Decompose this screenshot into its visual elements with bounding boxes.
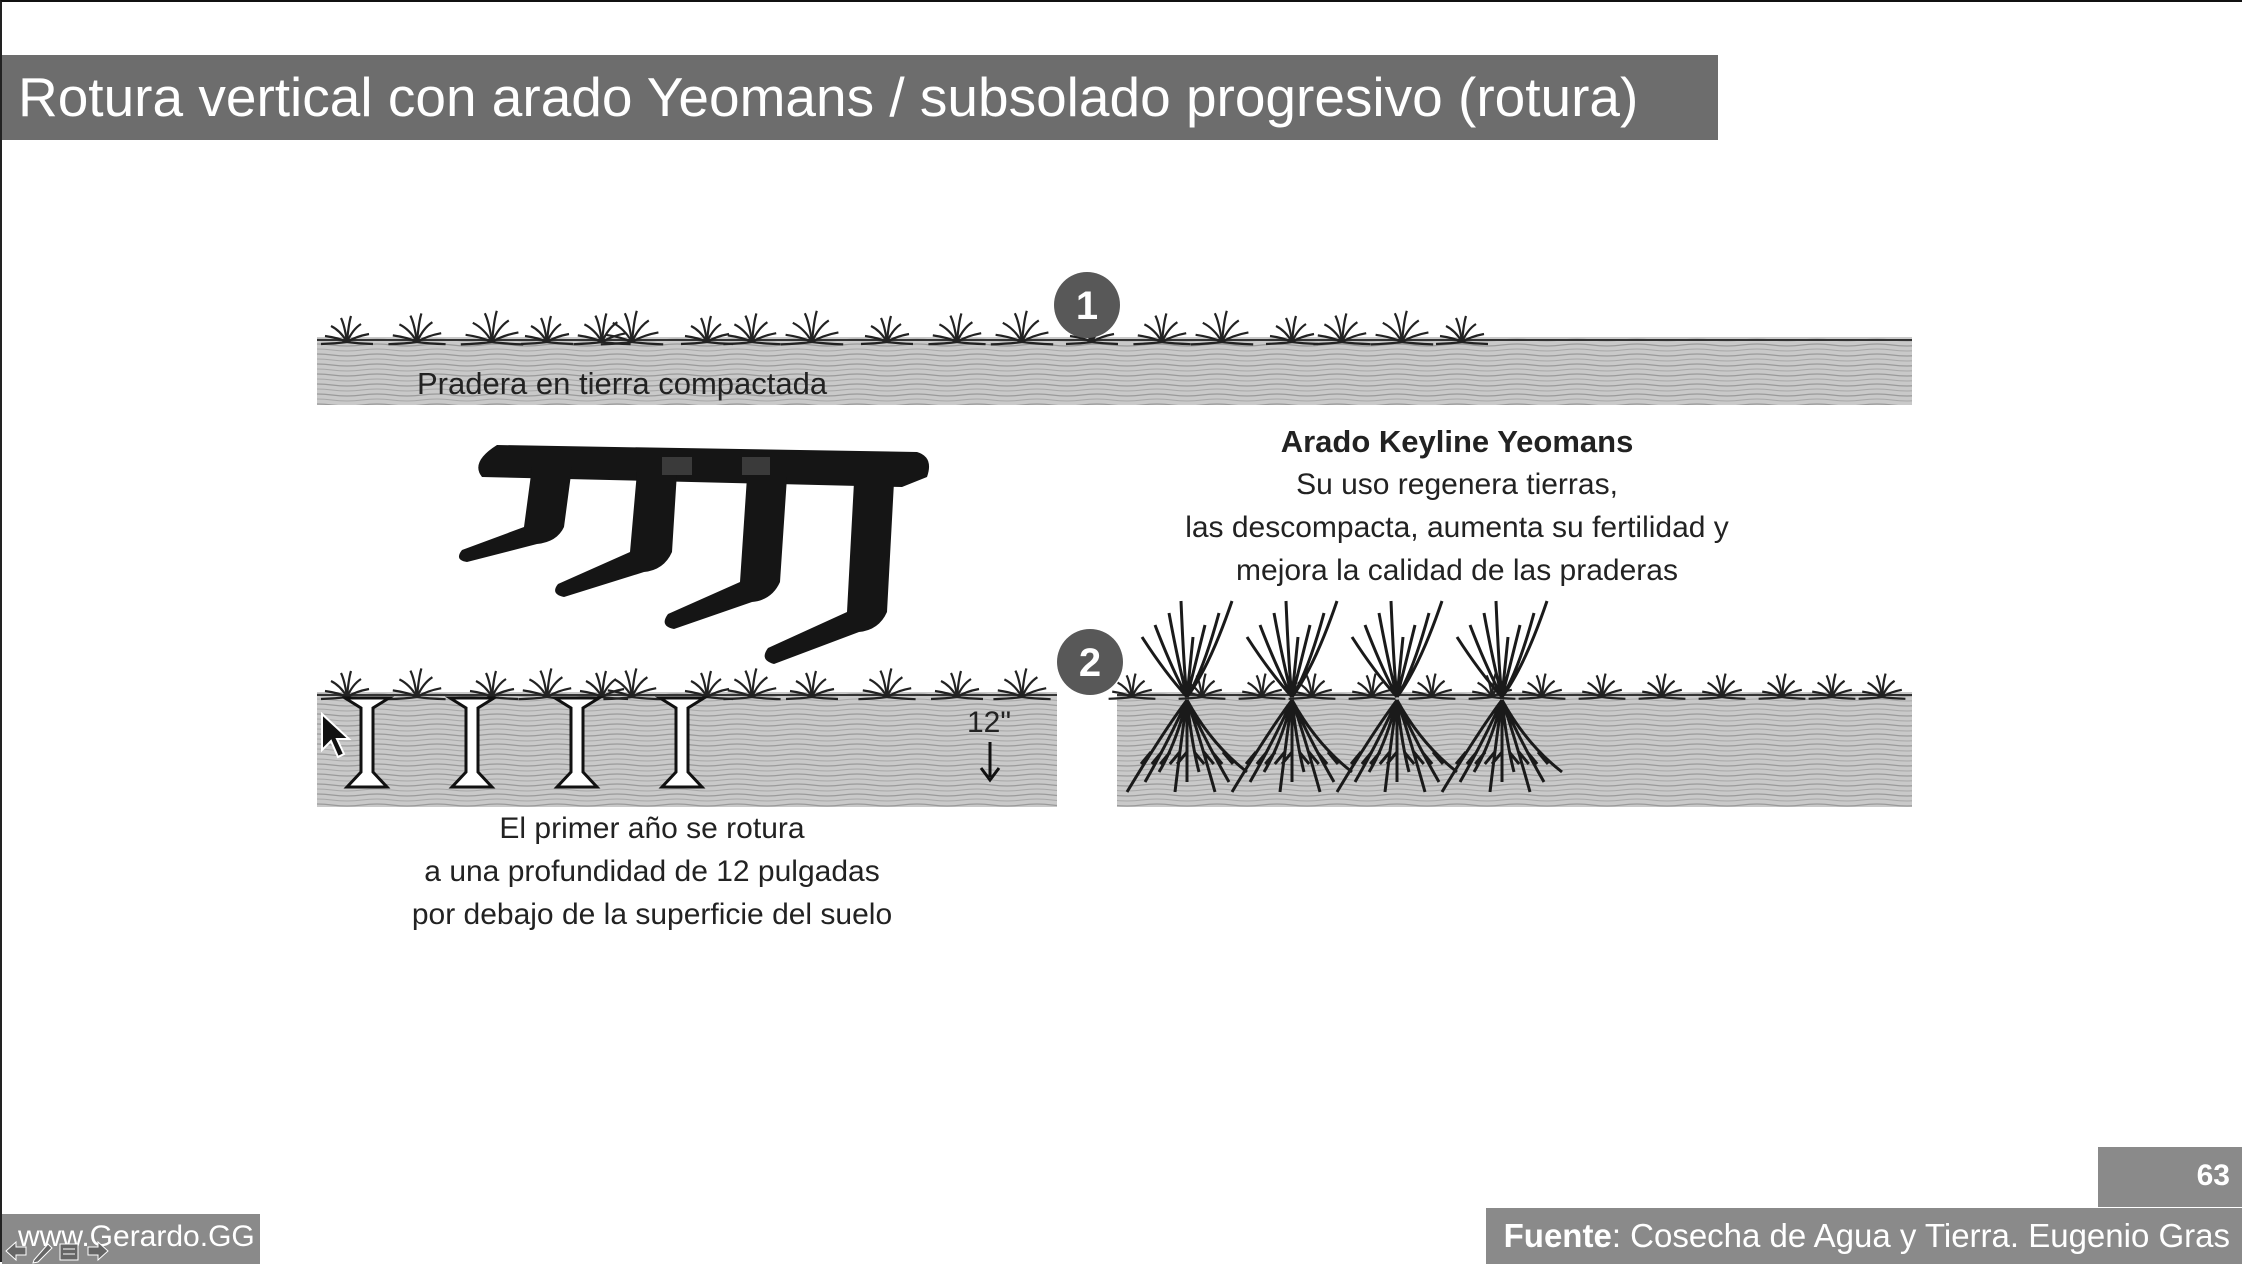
- grass-tuft-icon: [1578, 673, 1626, 700]
- website-text: www.Gerardo.GG: [18, 1220, 255, 1253]
- depth-arrow-icon: [979, 742, 1001, 783]
- grass-tuft-icon: [1518, 673, 1566, 700]
- first-year-description: El primer año se rotura a una profundida…: [362, 807, 942, 936]
- title-bar: Rotura vertical con arado Yeomans / subs…: [2, 55, 1718, 140]
- page-number-box: 63: [2098, 1147, 2242, 1207]
- grass-tuft-icon: [320, 670, 374, 701]
- step-2-badge: 2: [1057, 629, 1123, 695]
- pen-icon[interactable]: [32, 1243, 53, 1264]
- grass-tuft-icon: [990, 310, 1054, 346]
- grass-tuft-icon: [1108, 673, 1156, 700]
- grass-tuft-icon: [993, 668, 1051, 701]
- step-1-number: 1: [1076, 284, 1098, 328]
- regenerated-plant-icon: [1440, 600, 1563, 793]
- grass-tuft-icon: [1133, 313, 1191, 346]
- step-1-badge: 1: [1054, 272, 1120, 338]
- grass-tuft-icon: [575, 670, 629, 701]
- plow-description: Arado Keyline Yeomans Su uso regenera ti…: [1102, 420, 1812, 592]
- grass-tuft-icon: [723, 668, 781, 701]
- grass-tuft-icon: [928, 313, 986, 346]
- grass-tuft-icon: [388, 313, 446, 346]
- slideshow-nav-controls: [5, 1240, 109, 1264]
- grass-tuft-icon: [320, 315, 374, 346]
- grass-tuft-icon: [388, 668, 446, 701]
- ripper-shank-icon: [654, 696, 710, 789]
- nav-forward-icon[interactable]: [87, 1240, 109, 1262]
- ripper-shank-icon: [549, 696, 605, 789]
- source-text: : Cosecha de Agua y Tierra. Eugenio Gras: [1611, 1217, 2230, 1254]
- source-label: Fuente: [1503, 1217, 1612, 1254]
- grass-tuft-icon: [858, 668, 916, 701]
- regenerated-soil-strip: [1117, 692, 1912, 807]
- grass-tuft-icon: [723, 313, 781, 346]
- compacted-soil-strip: [317, 337, 1912, 405]
- source-line: Fuente: Cosecha de Agua y Tierra. Eugeni…: [1504, 1217, 2230, 1255]
- grass-row-left: [320, 668, 1051, 701]
- ripper-shanks: [339, 696, 710, 789]
- nav-back-icon[interactable]: [5, 1240, 27, 1262]
- grass-tuft-icon: [860, 315, 914, 346]
- yeomans-plow-icon: [458, 445, 930, 664]
- grass-tuft-icon: [930, 670, 984, 701]
- page-number: 63: [2196, 1159, 2230, 1192]
- source-bar: Fuente: Cosecha de Agua y Tierra. Eugeni…: [1486, 1208, 2242, 1264]
- regenerated-plant-icon: [1125, 600, 1248, 793]
- grass-tuft-icon: [600, 310, 664, 346]
- plow-desc-line-2: las descompacta, aumenta su fertilidad y: [1185, 511, 1729, 544]
- mouse-pointer-icon: [321, 712, 352, 759]
- regenerated-plant-icon: [1230, 600, 1353, 793]
- plow-desc-line-1: Su uso regenera tierras,: [1296, 468, 1618, 501]
- regenerated-plant-icon: [1335, 600, 1458, 793]
- slide-title: Rotura vertical con arado Yeomans / subs…: [18, 66, 1639, 128]
- regenerated-plants: [1125, 600, 1563, 793]
- grass-tuft-icon: [1698, 673, 1746, 700]
- website-bar: www.Gerardo.GG: [2, 1214, 260, 1264]
- grass-tuft-icon: [460, 310, 524, 346]
- grass-tuft-icon: [1190, 310, 1254, 346]
- compacted-pasture-label: Pradera en tierra compactada: [417, 366, 828, 401]
- grass-tuft-icon: [1238, 673, 1286, 700]
- depth-label: 12": [967, 706, 1012, 739]
- first-year-line-2: a una profundidad de 12 pulgadas: [424, 855, 880, 888]
- grass-tuft-icon: [1808, 673, 1856, 700]
- menu-icon[interactable]: [59, 1243, 79, 1261]
- grass-tuft-icon: [603, 668, 661, 701]
- diagram-illustration: 1 2: [317, 272, 1912, 807]
- step-2-number: 2: [1079, 641, 1101, 685]
- grass-row-top: [320, 310, 1489, 346]
- grass-tuft-icon: [1313, 313, 1371, 346]
- grass-tuft-icon: [785, 670, 839, 701]
- first-year-line-1: El primer año se rotura: [499, 812, 805, 845]
- plow-title-text: Arado Keyline Yeomans: [1280, 424, 1634, 459]
- grass-tuft-icon: [1758, 673, 1806, 700]
- ripper-shank-icon: [339, 696, 395, 789]
- first-year-line-3: por debajo de la superficie del suelo: [411, 898, 893, 931]
- plow-desc-line-3: mejora la calidad de las praderas: [1236, 554, 1678, 587]
- ripper-shank-icon: [444, 696, 500, 789]
- keyline-diagram: 1 2: [302, 252, 1942, 952]
- grass-tuft-icon: [1408, 673, 1456, 700]
- grass-tuft-icon: [520, 315, 574, 346]
- grass-tuft-icon: [465, 670, 519, 701]
- grass-tuft-icon: [1370, 310, 1434, 346]
- grass-tuft-icon: [1435, 315, 1489, 346]
- grass-tuft-icon: [1858, 673, 1906, 700]
- grass-row-right: [1108, 673, 1906, 700]
- grass-tuft-icon: [780, 310, 844, 346]
- grass-tuft-icon: [1638, 673, 1686, 700]
